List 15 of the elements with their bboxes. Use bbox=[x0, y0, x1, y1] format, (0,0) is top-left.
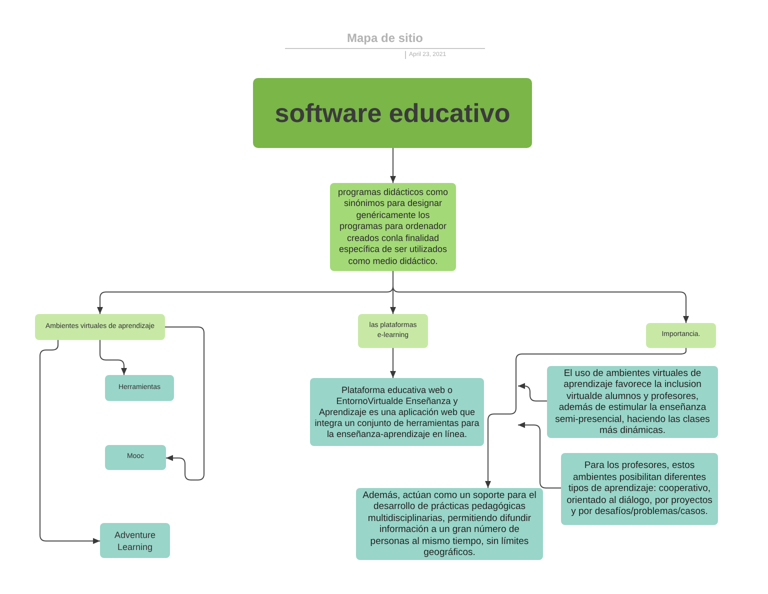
concept-box: Para los profesores, estos ambientes posibilitan diferentes tipos de aprendizaje: cooperativo, orientado al diálogo, por proyectos y por desafíos/problemas/casos. bbox=[561, 453, 718, 525]
concept-box: El uso de ambientes virtuales de aprendizaje favorece la inclusion virtualde alumnos y profesores, además de estimular la enseñanza semi-presencial, haciendo las clases más dinámicas. bbox=[547, 366, 718, 438]
connector-arrow bbox=[390, 148, 396, 184]
concept-box: Adventure Learning bbox=[100, 523, 170, 558]
concept-box: Además, actúan como un soporte para el desarrollo de prácticas pedagógicas multidisciplinarias, permitiendo difundir información a un gran número de personas al mismo tiempo, sin límites geográficos. bbox=[356, 488, 543, 560]
connector-arrow bbox=[100, 340, 127, 376]
connector-arrow bbox=[390, 348, 396, 378]
concept-box: programas didácticos como sinónimos para designar genéricamente los programas para ordenador creados conla finalidad específica de ser utilizados como medio didáctico. bbox=[330, 183, 456, 271]
connector-arrow bbox=[518, 422, 562, 488]
concept-box: Plataforma educativa web o EntornoVirtualde Enseñanza y Aprendizaje es una aplicación web que integra un conjunto de herramientas para la enseñanza-aprendizaje en línea. bbox=[310, 378, 484, 446]
connector-arrow bbox=[164, 326, 204, 480]
connector-arrow bbox=[40, 340, 100, 544]
main-topic-box: software educativo bbox=[253, 78, 532, 148]
diagram-title: Mapa de sitio bbox=[346, 31, 424, 46]
connector-arrow bbox=[518, 383, 548, 402]
